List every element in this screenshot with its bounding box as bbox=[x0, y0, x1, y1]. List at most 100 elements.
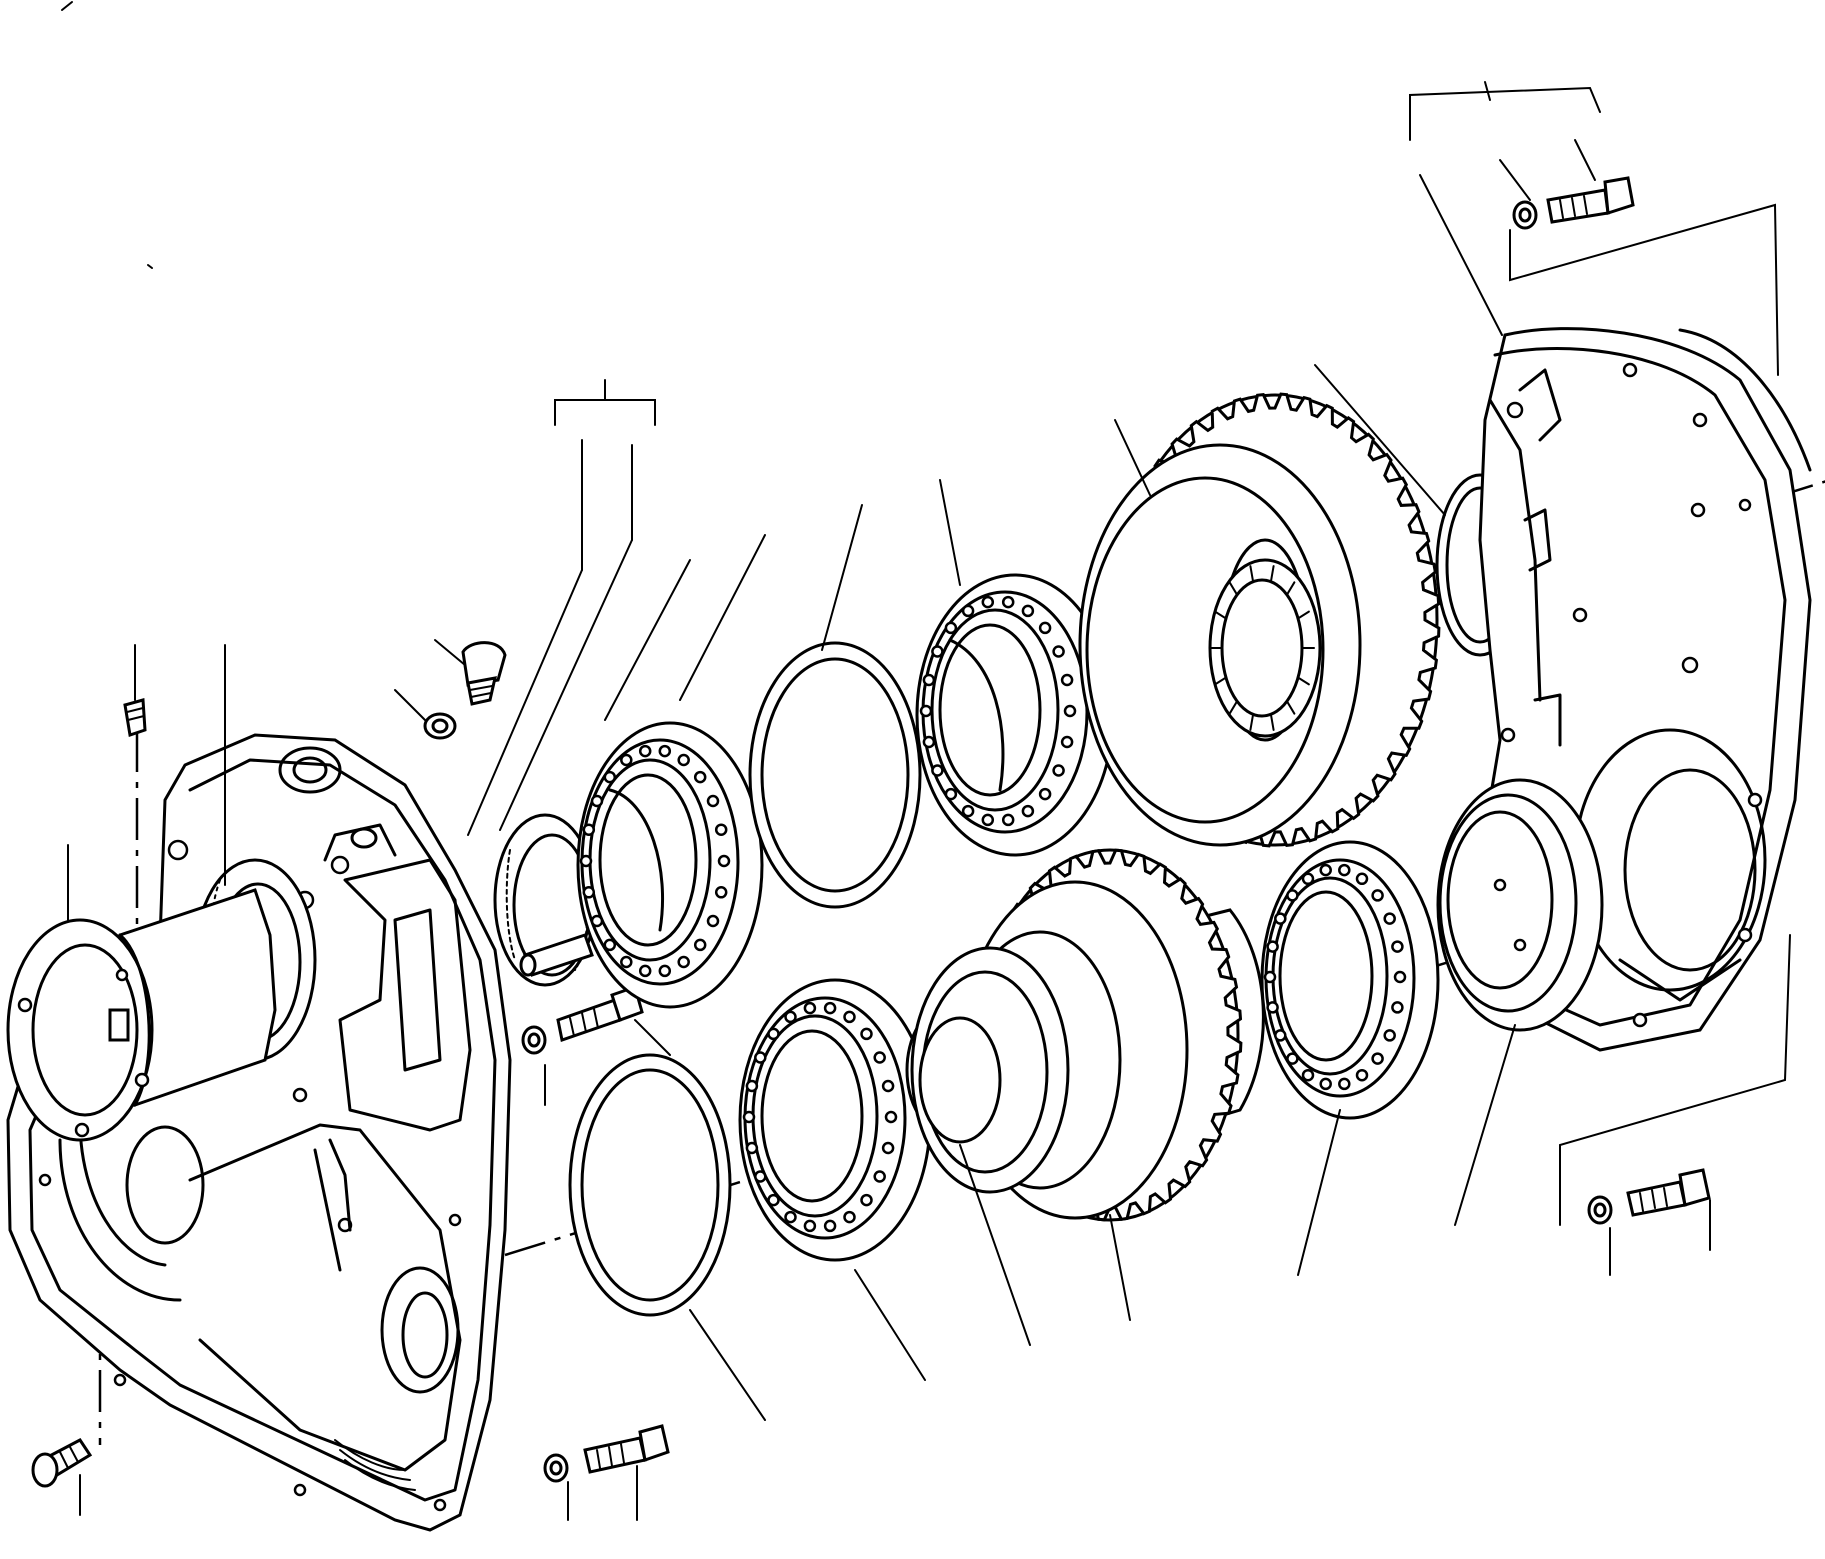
bearing-ball bbox=[714, 823, 728, 836]
bearing-ball bbox=[582, 886, 596, 899]
upper-gear-spline bbox=[1269, 565, 1275, 583]
bearing-ball bbox=[1319, 863, 1332, 877]
bearing-ball bbox=[620, 955, 633, 969]
bearing-ball bbox=[873, 1170, 886, 1183]
bearing-ball bbox=[1021, 604, 1035, 618]
upper-large-gear bbox=[1078, 392, 1441, 848]
bearing-ball bbox=[582, 823, 596, 836]
bearing-ball bbox=[579, 854, 593, 868]
bearing-ball bbox=[873, 1051, 886, 1064]
bearing-ball bbox=[922, 673, 936, 687]
bearing-ball bbox=[714, 886, 728, 899]
bearing-ball bbox=[784, 1010, 797, 1024]
bearing-ball bbox=[638, 964, 652, 978]
lower-bearing-2 bbox=[1260, 840, 1440, 1120]
bearing-ball bbox=[745, 1141, 759, 1155]
leader-lines bbox=[61, 1, 1791, 1521]
bearing-ball bbox=[754, 1051, 767, 1064]
bearing-ball bbox=[944, 787, 958, 801]
upper-gear-spline bbox=[1249, 713, 1255, 731]
bearing-ball bbox=[1001, 595, 1015, 609]
bearing-ball bbox=[1266, 1001, 1279, 1014]
lower-left-plug-screw bbox=[31, 1438, 93, 1488]
bearing-ball bbox=[1052, 764, 1065, 777]
lower-snap-ring bbox=[568, 1053, 732, 1317]
bearing-ball bbox=[603, 938, 617, 952]
bearing-ball bbox=[784, 1210, 797, 1224]
bearing-ball bbox=[1301, 1068, 1315, 1082]
dowel-pin bbox=[519, 933, 594, 977]
bearing-ball bbox=[931, 645, 944, 658]
upper-bearing-1 bbox=[576, 721, 764, 1009]
bearing-ball bbox=[1393, 970, 1407, 984]
upper-snap-ring bbox=[748, 641, 922, 909]
bearing-ball bbox=[677, 753, 690, 767]
lower-bearing-1 bbox=[738, 978, 932, 1262]
bearing-ball bbox=[742, 1110, 756, 1124]
bearing-ball bbox=[590, 914, 604, 928]
mid-bolt-and-washer bbox=[521, 985, 644, 1055]
bearing-ball bbox=[693, 770, 707, 784]
bearing-ball bbox=[961, 604, 975, 618]
bearing-ball bbox=[1063, 704, 1077, 718]
bearing-ball bbox=[843, 1010, 856, 1024]
bearing-ball bbox=[767, 1193, 780, 1207]
bearing-ball bbox=[638, 744, 652, 758]
bearing-ball bbox=[823, 1219, 837, 1233]
bearing-ball bbox=[1038, 621, 1052, 635]
bearing-ball bbox=[1391, 940, 1404, 953]
bearing-ball bbox=[1301, 872, 1315, 886]
bearing-ball bbox=[961, 804, 975, 818]
bearing-ball bbox=[1338, 863, 1351, 877]
bearing-ball bbox=[1266, 940, 1279, 953]
breather-washer bbox=[423, 712, 457, 740]
bearing-ball bbox=[931, 764, 944, 777]
bearing-ball bbox=[706, 794, 720, 808]
bearing-ball bbox=[1319, 1077, 1332, 1091]
bearing-ball bbox=[1038, 787, 1052, 801]
bearing-ball bbox=[1052, 645, 1065, 658]
bearing-ball bbox=[884, 1110, 898, 1124]
bearing-ball bbox=[1371, 889, 1384, 902]
bearing-ball bbox=[1274, 912, 1287, 925]
bearing-ball bbox=[754, 1170, 767, 1183]
bearing-ball bbox=[1060, 735, 1074, 749]
bearing-ball bbox=[1355, 872, 1369, 886]
bearing-ball bbox=[620, 753, 633, 767]
upper-gear-spline bbox=[1228, 700, 1239, 715]
bearing-ball bbox=[843, 1210, 856, 1224]
bearing-ball bbox=[1371, 1052, 1384, 1065]
bearing-ball bbox=[803, 1219, 817, 1233]
bearing-ball bbox=[1383, 912, 1396, 925]
upper-gear-spline bbox=[1297, 610, 1310, 620]
bearing-ball bbox=[1286, 889, 1299, 902]
bearing-ball bbox=[922, 735, 936, 749]
bearing-ball bbox=[944, 621, 958, 635]
bearing-ball bbox=[1338, 1077, 1351, 1091]
bearing-ball bbox=[1355, 1068, 1369, 1082]
bearing-ball bbox=[677, 955, 690, 969]
upper-gear-spline bbox=[1285, 700, 1296, 715]
upper-gear-spline bbox=[1249, 565, 1255, 583]
bearing-ball bbox=[693, 938, 707, 952]
bearing-ball bbox=[823, 1001, 837, 1015]
bottom-bolt-and-washer bbox=[543, 1424, 670, 1483]
bearing-ball bbox=[1391, 1001, 1404, 1014]
bearing-ball bbox=[881, 1079, 895, 1093]
bearing-ball bbox=[919, 704, 933, 718]
upper-gear-spline bbox=[1214, 676, 1227, 686]
top-right-bolt-washer bbox=[1512, 176, 1635, 230]
bearing-ball bbox=[767, 1027, 780, 1041]
bearing-ball bbox=[1274, 1029, 1287, 1042]
upper-gear-spline bbox=[1297, 676, 1310, 686]
bearing-ball bbox=[881, 1141, 895, 1155]
bearing-ball bbox=[603, 770, 617, 784]
bearing-ball bbox=[1060, 673, 1074, 687]
bearing-ball bbox=[860, 1027, 873, 1041]
upper-gear-spline bbox=[1269, 713, 1275, 731]
bearing-ball bbox=[860, 1193, 873, 1207]
bearing-ball bbox=[745, 1079, 759, 1093]
bearing-ball bbox=[1001, 813, 1015, 827]
breather-plug bbox=[461, 641, 507, 706]
